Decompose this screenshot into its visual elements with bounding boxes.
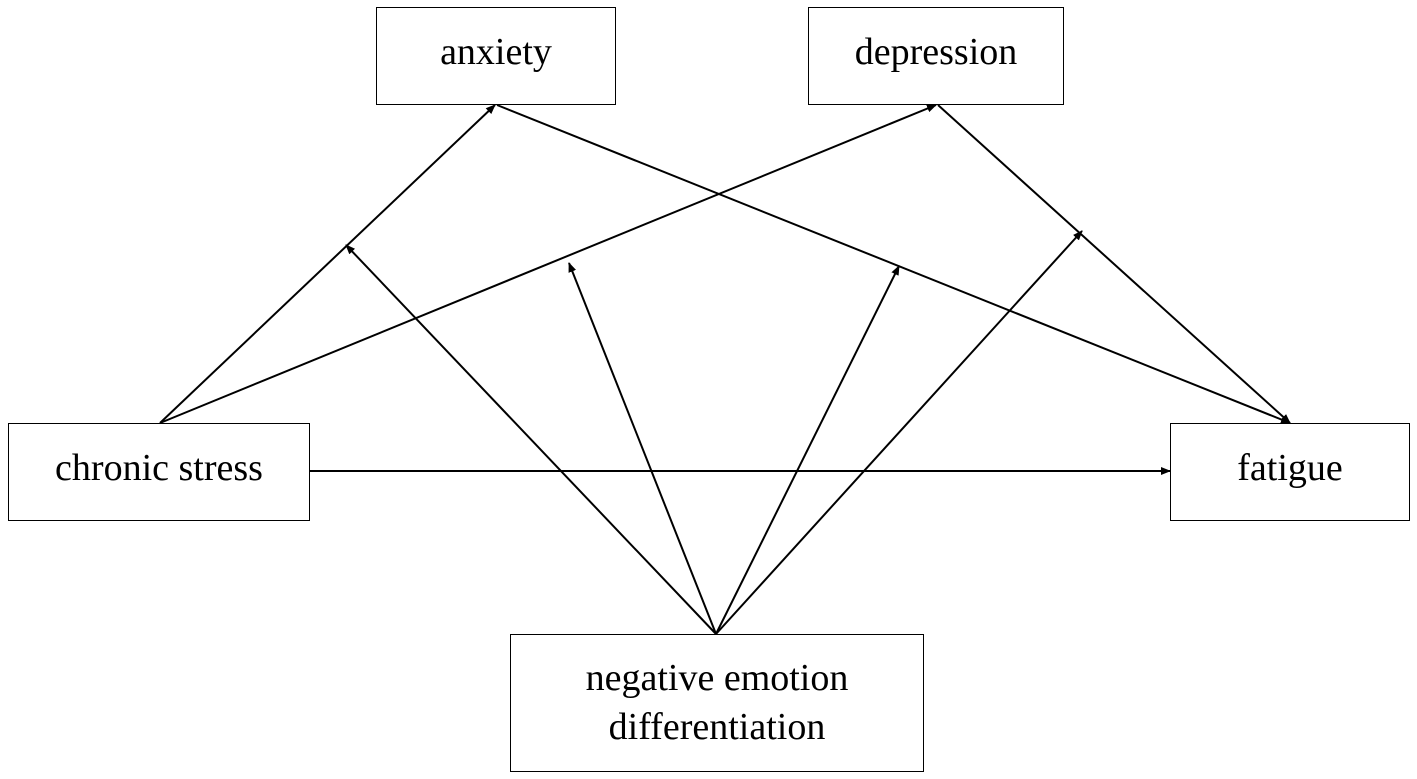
moderation-arrow-stress-depression — [568, 262, 717, 635]
moderation-arrow-stress-anxiety — [345, 244, 717, 635]
node-negative-emotion-differentiation: negative emotion differentiation — [510, 634, 924, 772]
node-label-chronic-stress: chronic stress — [55, 447, 263, 490]
moderation-arrow-depression-fatigue — [715, 230, 1083, 635]
node-depression: depression — [808, 7, 1064, 105]
node-label-depression: depression — [854, 31, 1018, 74]
node-label-line-1: negative emotion — [585, 656, 849, 699]
node-anxiety: anxiety — [376, 7, 616, 105]
arrow-stress-to-depression — [159, 104, 937, 424]
arrow-depression-to-fatigue — [937, 104, 1291, 424]
node-fatigue: fatigue — [1170, 423, 1410, 521]
arrow-anxiety-to-fatigue — [496, 104, 1291, 424]
arrow-stress-to-anxiety — [159, 104, 496, 424]
node-label-fatigue: fatigue — [1237, 447, 1343, 490]
node-label-negative-emotion-differentiation: negative emotion differentiation — [586, 654, 849, 753]
node-chronic-stress: chronic stress — [8, 423, 310, 521]
node-label-line-2: differentiation — [608, 706, 826, 748]
moderation-arrow-anxiety-fatigue — [715, 265, 900, 635]
node-label-anxiety: anxiety — [440, 31, 552, 74]
